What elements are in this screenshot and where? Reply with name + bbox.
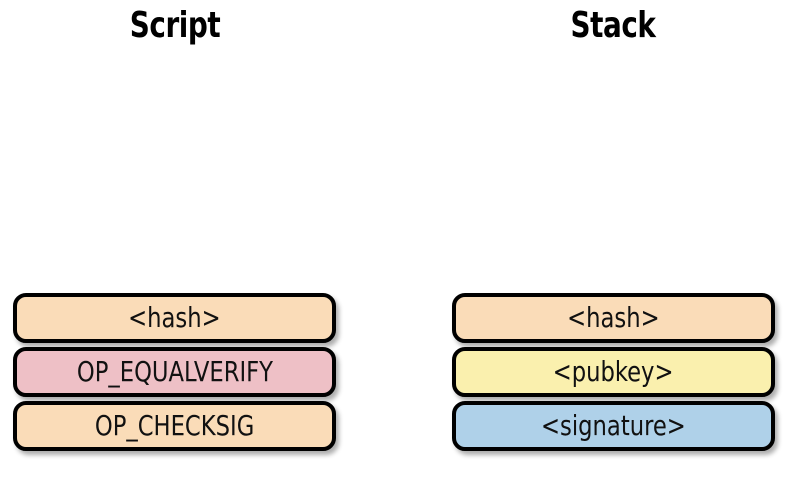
script-cell-1: OP_EQUALVERIFY xyxy=(13,347,336,397)
stack-cell-label-2: <signature> xyxy=(541,409,686,442)
script-cell-0: <hash> xyxy=(13,293,336,343)
script-cell-label-2: OP_CHECKSIG xyxy=(94,409,255,442)
column-heading-script: Script xyxy=(129,5,221,46)
stack-cell-label-0: <hash> xyxy=(567,301,660,334)
script-column: <hash> OP_EQUALVERIFY OP_CHECKSIG xyxy=(13,293,336,451)
stack-cell-label-1: <pubkey> xyxy=(553,355,674,388)
script-cell-label-1: OP_EQUALVERIFY xyxy=(76,355,273,388)
stack-cell-2: <signature> xyxy=(452,401,775,451)
column-heading-stack: Stack xyxy=(570,5,656,46)
stack-cell-1: <pubkey> xyxy=(452,347,775,397)
stack-column: <hash> <pubkey> <signature> xyxy=(452,293,775,451)
script-cell-2: OP_CHECKSIG xyxy=(13,401,336,451)
stack-cell-0: <hash> xyxy=(452,293,775,343)
script-cell-label-0: <hash> xyxy=(128,301,221,334)
